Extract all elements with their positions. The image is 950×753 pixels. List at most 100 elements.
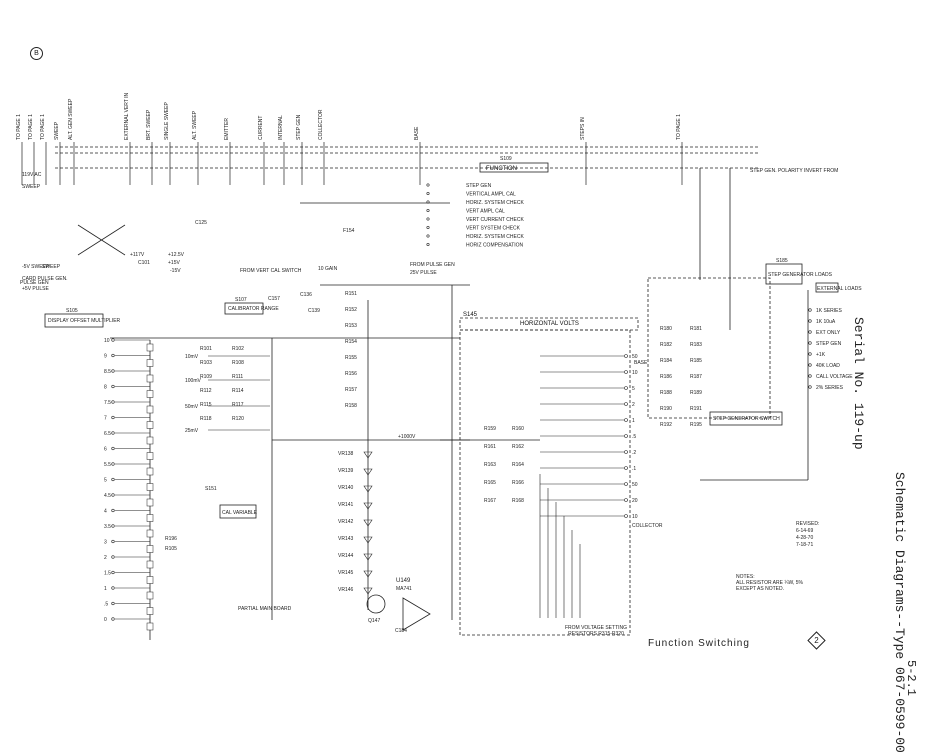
function-position-label: HORIZ COMPENSATION xyxy=(466,243,524,249)
step-generator-switch-label: STEP GENERATOR SWITCH xyxy=(713,416,780,422)
display-offset-step-label: 3.5 xyxy=(104,524,111,530)
top-connector-label: BASE xyxy=(414,126,420,140)
resistor-label: R105 xyxy=(165,546,177,552)
resistor-label: R157 xyxy=(345,387,357,393)
switch-contact xyxy=(808,363,812,367)
resistor-label: R161 xyxy=(484,444,496,450)
switch-contact xyxy=(624,434,628,438)
revised-date: 6-14-69 xyxy=(796,528,814,534)
transistor-label: Q147 xyxy=(368,618,380,624)
horizontal-volts-step-label: 1 xyxy=(632,418,635,424)
zener-symbol xyxy=(363,519,373,527)
top-connector-label: STEPS IN xyxy=(580,117,586,140)
zener-symbol xyxy=(363,587,373,595)
step-loads-position-label: CALL VOLTAGE xyxy=(816,374,853,380)
step-loads-position-label: EXT ONLY xyxy=(816,330,841,336)
horizontal-volts-step-label: 2 xyxy=(632,402,635,408)
resistor-label: R186 xyxy=(660,374,672,380)
collector-label: COLLECTOR xyxy=(632,523,663,529)
misc-label: +1000V xyxy=(398,434,416,440)
resistor-symbol xyxy=(146,374,154,383)
function-switch-label: FUNCTION xyxy=(486,166,517,172)
resistor-label: R182 xyxy=(660,342,672,348)
switch-contact xyxy=(624,450,628,454)
horizontal-volts-id: S145 xyxy=(463,312,478,318)
resistor-label: R164 xyxy=(512,462,524,468)
switch-contact xyxy=(426,226,430,230)
switch-contact xyxy=(111,369,115,373)
misc-label: -15V xyxy=(170,268,181,274)
display-offset-id: S105 xyxy=(66,308,78,314)
partial-main-board-label: PARTIAL MAIN BOARD xyxy=(238,606,292,612)
resistor-label: R185 xyxy=(690,358,702,364)
resistor-label: R108 xyxy=(232,360,244,366)
top-connector-label: TO PAGE 1 xyxy=(16,114,22,140)
function-position-label: STEP GEN xyxy=(466,183,492,189)
resistor-label: R190 xyxy=(660,406,672,412)
top-connector-label: CURRENT xyxy=(258,116,264,140)
resistor-label: R167 xyxy=(484,498,496,504)
display-offset-step-label: 7 xyxy=(104,416,107,422)
left-side-label: +5V PULSE xyxy=(22,286,49,292)
zener-symbol xyxy=(363,468,373,476)
notes-block: NOTES: ALL RESISTOR ARE ¼W, 5% EXCEPT AS… xyxy=(736,574,816,592)
resistor-symbol xyxy=(146,560,154,569)
capacitor-label: C125 xyxy=(195,220,207,226)
switch-contact xyxy=(111,524,115,528)
resistor-label: R112 xyxy=(200,388,212,394)
transistor-q147 xyxy=(366,594,386,614)
cal-variable-label: CAL VARIABLE xyxy=(222,510,258,516)
capacitor-label: C101 xyxy=(138,260,150,266)
schematic-page: B Serial No. 119-up Schematic Diagrams--… xyxy=(0,0,950,734)
top-connector-label: SINGLE SWEEP xyxy=(164,102,170,140)
switch-contact xyxy=(111,493,115,497)
step-generator-loads-id: S185 xyxy=(776,258,788,264)
zener-label: VR140 xyxy=(338,485,354,491)
misc-label: SWEEP xyxy=(42,264,61,270)
function-position-label: VERT CURRENT CHECK xyxy=(466,217,524,223)
resistor-label: R103 xyxy=(200,360,212,366)
switch-contact xyxy=(111,601,115,606)
zener-label: VR141 xyxy=(338,502,354,508)
switch-contact xyxy=(624,498,628,502)
switch-contact xyxy=(426,200,430,204)
resistor-label: R180 xyxy=(660,326,672,332)
resistor-symbol xyxy=(146,545,154,553)
switch-contact xyxy=(624,466,628,470)
horizontal-volts-step-label: 5 xyxy=(632,386,635,392)
zener-label: VR138 xyxy=(338,451,354,457)
misc-label: +117V xyxy=(130,252,145,258)
resistor-label: R118 xyxy=(200,416,212,422)
display-offset-label: DISPLAY OFFSET MULTIPLIER xyxy=(48,318,121,324)
resistor-symbol xyxy=(146,529,154,538)
function-switch-id: S109 xyxy=(500,156,512,162)
calibrator-range-label: CALIBRATOR RANGE xyxy=(228,306,279,312)
horizontal-volts-step-label: 50 xyxy=(632,482,638,488)
function-position-label: HORIZ. SYSTEM CHECK xyxy=(466,200,524,206)
switch-contact xyxy=(808,352,812,356)
resistor-label: R154 xyxy=(345,339,357,345)
switch-contact xyxy=(624,418,628,422)
top-connector-label: TO PAGE 1 xyxy=(676,114,682,140)
resistor-label: R156 xyxy=(345,371,357,377)
display-offset-step-label: 10 xyxy=(104,338,110,344)
resistor-label: R166 xyxy=(512,480,524,486)
switch-contact xyxy=(808,341,812,345)
switch-contact xyxy=(111,555,115,559)
display-offset-step-label: 4.5 xyxy=(104,493,111,499)
step-generator-switch-box xyxy=(709,411,783,426)
display-offset-step-label: 3 xyxy=(104,540,107,546)
display-offset-step-label: .5 xyxy=(104,602,108,608)
horizontal-volts-step-label: .2 xyxy=(632,450,636,456)
misc-label: 25V PULSE xyxy=(410,270,437,276)
resistor-label: R153 xyxy=(345,323,357,329)
zener-symbol xyxy=(363,451,373,459)
resistor-symbol xyxy=(146,498,154,507)
switch-contact xyxy=(111,338,115,342)
display-offset-step-label: 8.5 xyxy=(104,369,111,375)
switch-contact xyxy=(111,353,115,358)
switch-contact xyxy=(111,400,115,404)
display-offset-step-label: 6 xyxy=(104,447,107,453)
resistor-symbol xyxy=(146,483,154,491)
step-loads-position-label: 1K SERIES xyxy=(816,308,843,314)
